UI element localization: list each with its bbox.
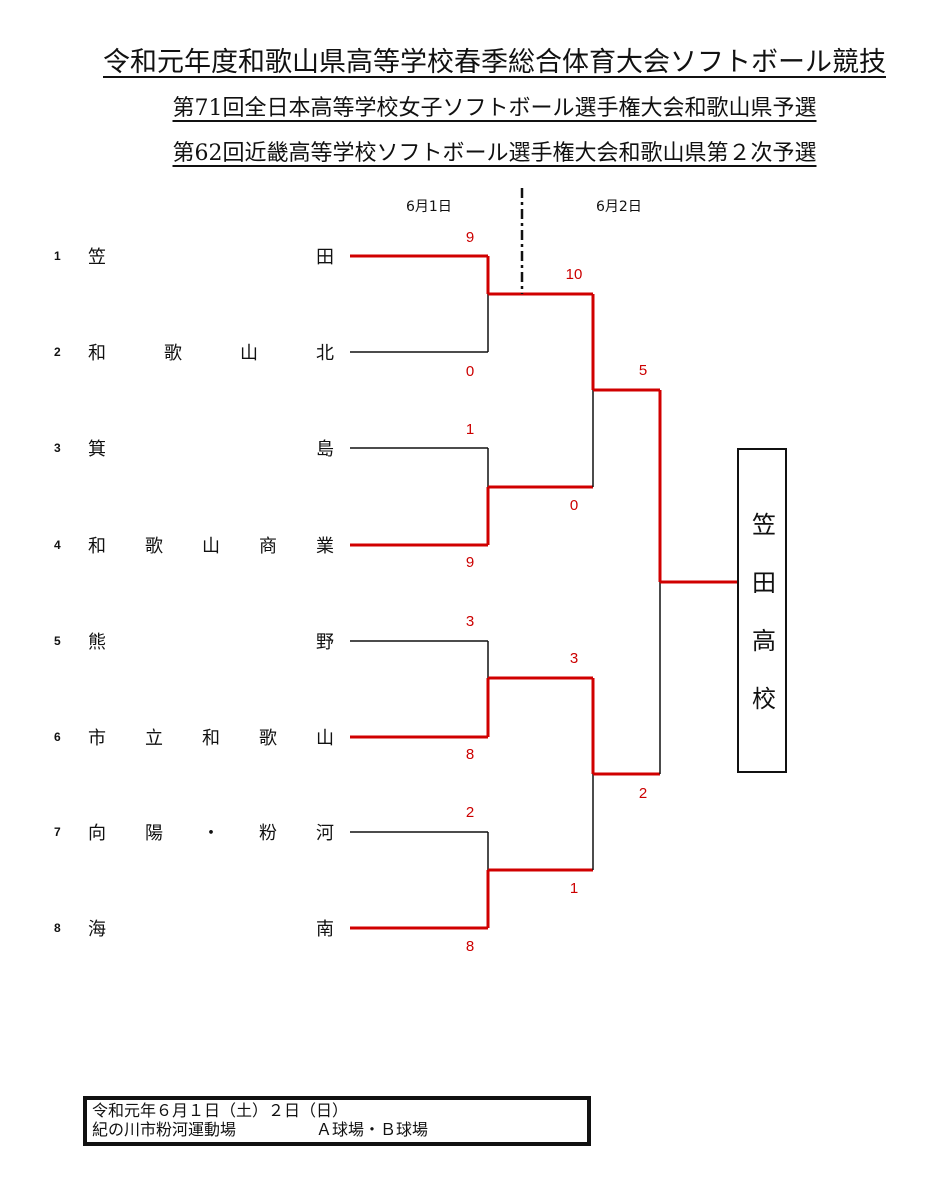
score: 8 bbox=[465, 746, 475, 763]
champion-name: 笠田高校 bbox=[747, 511, 776, 744]
score: 8 bbox=[465, 938, 475, 955]
score: 2 bbox=[465, 804, 475, 821]
team-seed: 4 bbox=[54, 538, 61, 552]
team-seed: 7 bbox=[54, 825, 61, 839]
score: 3 bbox=[465, 613, 475, 630]
footer-venue: 紀の川市粉河運動場 Ａ球場・Ｂ球場 bbox=[92, 1120, 429, 1139]
team-row: 7 向陽・粉河 bbox=[54, 820, 334, 844]
team-row: 4 和歌山商業 bbox=[54, 533, 334, 557]
score: 10 bbox=[565, 266, 583, 283]
footer-dates: 令和元年６月１日（土）２日（日） bbox=[92, 1101, 349, 1120]
date-day2: 6月2日 bbox=[596, 199, 642, 215]
team-row: 6 市立和歌山 bbox=[54, 725, 334, 749]
venue-info-box: 令和元年６月１日（土）２日（日）紀の川市粉河運動場 Ａ球場・Ｂ球場 bbox=[83, 1096, 591, 1146]
team-row: 8 海南 bbox=[54, 916, 334, 940]
champion-box: 笠田高校 bbox=[737, 448, 787, 773]
score: 9 bbox=[465, 554, 475, 571]
team-row: 2 和歌山北 bbox=[54, 340, 334, 364]
score: 2 bbox=[638, 785, 648, 802]
team-name: 熊野 bbox=[88, 632, 334, 653]
main-title: 令和元年度和歌山県高等学校春季総合体育大会ソフトボール競技 bbox=[103, 47, 886, 78]
subtitle-2: 第62回近畿高等学校ソフトボール選手権大会和歌山県第２次予選 bbox=[172, 141, 817, 166]
score: 1 bbox=[569, 880, 579, 897]
team-name: 海南 bbox=[88, 919, 334, 940]
date-day1: 6月1日 bbox=[406, 199, 452, 215]
score: 5 bbox=[638, 362, 648, 379]
team-name: 和歌山商業 bbox=[88, 536, 334, 557]
team-row: 5 熊野 bbox=[54, 629, 334, 653]
team-row: 3 箕島 bbox=[54, 436, 334, 460]
team-seed: 3 bbox=[54, 441, 61, 455]
team-seed: 6 bbox=[54, 730, 61, 744]
team-seed: 2 bbox=[54, 345, 61, 359]
score: 1 bbox=[465, 421, 475, 438]
team-name: 笠田 bbox=[88, 247, 334, 268]
score: 0 bbox=[465, 363, 475, 380]
score: 9 bbox=[465, 229, 475, 246]
team-name: 和歌山北 bbox=[88, 343, 334, 364]
team-name: 向陽・粉河 bbox=[88, 823, 334, 844]
team-name: 箕島 bbox=[88, 439, 334, 460]
team-seed: 1 bbox=[54, 249, 61, 263]
team-seed: 8 bbox=[54, 921, 61, 935]
subtitle-1: 第71回全日本高等学校女子ソフトボール選手権大会和歌山県予選 bbox=[172, 96, 817, 121]
team-row: 1 笠田 bbox=[54, 244, 334, 268]
team-name: 市立和歌山 bbox=[88, 728, 334, 749]
team-seed: 5 bbox=[54, 634, 61, 648]
score: 3 bbox=[569, 650, 579, 667]
score: 0 bbox=[569, 497, 579, 514]
